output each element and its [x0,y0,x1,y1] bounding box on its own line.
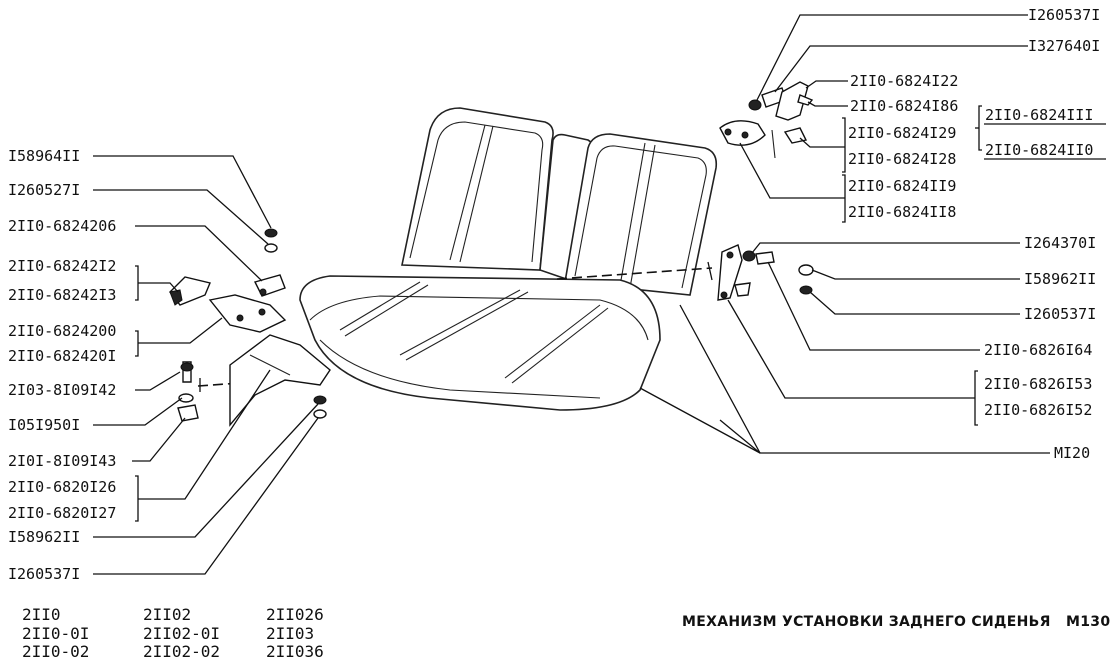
diagram-title: МЕХАНИЗМ УСТАНОВКИ ЗАДНЕГО СИДЕНЬЯ [682,614,1051,630]
part-label-r13: I260537I [1024,305,1096,323]
model-code: 2II02 [143,605,191,624]
left-part-labels: I58964II I260527I 2II0-6824206 2II0-6824… [8,147,116,583]
assembly-axis-line [556,267,713,280]
model-code: 2II02-02 [143,642,220,661]
part-label-r8: 2II0-6824II8 [848,203,956,221]
model-code: 2II0-0I [22,624,89,643]
part-label-l11: I260537I [8,565,80,583]
leader-lines [93,14,1050,575]
part-label-r14: 2II0-6826I64 [984,341,1092,359]
part-label-r1: I260537I [1028,6,1100,24]
model-code: 2II036 [266,642,324,661]
part-label-l10: I58962II [8,528,80,546]
part-label-r11: I264370I [1024,234,1096,252]
part-label-l5b: 2II0-682420I [8,347,116,365]
part-label-r7: 2II0-6824II9 [848,177,956,195]
part-label-r5: 2II0-6824I29 [848,124,956,142]
right-mechanism-parts [717,81,814,301]
part-label-l4a: 2II0-68242I2 [8,257,116,275]
part-label-r2: I327640I [1028,37,1100,55]
part-label-l2: I260527I [8,181,80,199]
part-label-l7: I05I950I [8,416,80,434]
model-code: 2II02-0I [143,624,220,643]
part-label-l9b: 2II0-6820I27 [8,504,116,522]
part-label-r15: 2II0-6826I53 [984,375,1092,393]
part-label-l6: 2I03-8I09I42 [8,381,116,399]
part-label-r4: 2II0-6824I86 [850,97,958,115]
footer-model-list: 2II0 2II0-0I 2II0-02 2II02 2II02-0I 2II0… [22,605,324,661]
rear-seat-illustration [299,107,718,411]
page-code: M130 [1066,614,1110,630]
model-code: 2II0 [22,605,61,624]
right-part-labels: I260537I I327640I 2II0-6824I22 2II0-6824… [848,6,1100,462]
part-label-l9a: 2II0-6820I26 [8,478,116,496]
part-label-r12: I58962II [1024,270,1096,288]
part-label-l8: 2I0I-8I09I43 [8,452,116,470]
part-label-r6: 2II0-6824I28 [848,150,956,168]
part-label-r10: 2II0-6824II0 [985,141,1093,159]
model-code: 2II03 [266,624,314,643]
part-label-r16: 2II0-6826I52 [984,401,1092,419]
part-label-l3: 2II0-6824206 [8,217,116,235]
left-mechanism-parts [169,228,331,427]
model-code: 2II0-02 [22,642,89,661]
part-label-l4b: 2II0-68242I3 [8,286,116,304]
part-label-r9: 2II0-6824III [985,106,1093,124]
model-code: 2II026 [266,605,324,624]
part-label-l1: I58964II [8,147,80,165]
part-label-l5a: 2II0-6824200 [8,322,116,340]
part-label-r17: MI20 [1054,444,1090,462]
part-label-r3: 2II0-6824I22 [850,72,958,90]
